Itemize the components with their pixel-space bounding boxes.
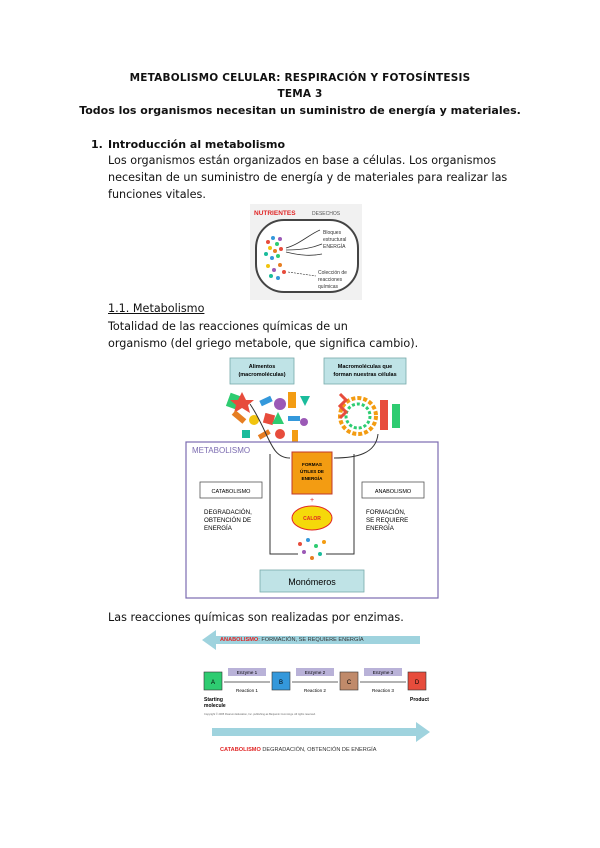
product-label: Product: [410, 697, 429, 703]
node-c: C: [347, 680, 352, 686]
monomeros-label: Monómeros: [288, 577, 336, 587]
copyright-text: Copyright © 2005 Pearson Education, Inc.…: [204, 712, 316, 716]
subsection-title: 1.1. Metabolismo: [108, 302, 205, 315]
enzyme-1: Enzyme 1: [237, 670, 258, 675]
monomer-dots: [298, 538, 326, 560]
formacion-label: FORMACIÓN,: [366, 509, 406, 516]
node-a: A: [211, 680, 215, 686]
section-title: Introducción al metabolismo: [108, 138, 286, 151]
starting-label: Starting: [204, 697, 223, 703]
macro-label: Macromoléculas que: [338, 364, 392, 370]
macro-label: forman nuestras células: [333, 372, 396, 378]
reaction-3: Reaction 3: [372, 688, 394, 693]
doc-title: METABOLISMO CELULAR: RESPIRACIÓN Y FOTOS…: [129, 72, 471, 84]
plus-sign: +: [310, 497, 314, 504]
node-d: D: [415, 680, 420, 686]
section-paragraph: Los organismos están organizados en base…: [108, 152, 507, 203]
enzyme-2: Enzyme 2: [305, 670, 326, 675]
blocks-label: estructural: [323, 237, 346, 243]
subsection-paragraph: Totalidad de las reacciones químicas de …: [108, 318, 418, 352]
anabolismo-arrow-label: ANABOLISMO: FORMACIÓN, SE REQUIERE ENERG…: [220, 636, 364, 643]
catabolismo-arrow-label: CATABOLISMO DEGRADACIÓN, OBTENCIÓN DE EN…: [220, 746, 377, 753]
foods-label: Alimentos: [249, 364, 276, 370]
section-number: 1.: [91, 138, 103, 151]
degradacion-label: ENERGÍA: [204, 525, 233, 532]
reactions-label: Colección de: [318, 270, 347, 276]
para-line: Totalidad de las reacciones químicas de …: [108, 320, 348, 333]
enzyme-3: Enzyme 3: [373, 670, 394, 675]
reactions-label: químicas: [318, 284, 339, 290]
degradacion-label: OBTENCIÓN DE: [204, 517, 251, 524]
formacion-label: ENERGÍA: [366, 525, 395, 532]
para-line: necesitan de un suministro de energía y …: [108, 171, 508, 184]
formas-label: ENERGÍA: [302, 474, 324, 481]
metabolism-diagram: Alimentos (macromoléculas) Macromolécula…: [185, 357, 439, 599]
node-b: B: [279, 680, 283, 686]
para-line: Los organismos están organizados en base…: [108, 154, 497, 167]
reaction-1: Reaction 1: [236, 688, 258, 693]
cell-diagram: NUTRIENTES DESECHOS Bloques estructural …: [250, 204, 362, 300]
starting-label: molecule: [204, 703, 226, 709]
formas-label: FORMAS: [302, 462, 322, 467]
reactions-label: reacciones: [318, 277, 343, 283]
nutrients-label: NUTRIENTES: [254, 210, 296, 217]
waste-label: DESECHOS: [312, 211, 341, 217]
para-line: funciones vitales.: [108, 188, 206, 201]
formacion-label: SE REQUIERE: [366, 517, 408, 524]
energy-label: ENERGÍA: [323, 243, 346, 250]
doc-subtitle: TEMA 3: [277, 88, 323, 100]
para-line: organismo (del griego metabole, que sign…: [108, 337, 419, 350]
macro-shapes: [337, 392, 400, 436]
calor-label: CALOR: [303, 516, 321, 522]
reaction-2: Reaction 2: [304, 688, 326, 693]
food-shapes: [225, 392, 310, 442]
doc-lead: Todos los organismos necesitan un sumini…: [79, 104, 521, 117]
pathway-diagram: ANABOLISMO: FORMACIÓN, SE REQUIERE ENERG…: [202, 630, 430, 753]
catabolismo-label: CATABOLISMO: [212, 489, 252, 495]
blocks-label: Bloques: [323, 230, 342, 236]
metabolismo-label: METABOLISMO: [192, 446, 250, 455]
molecule-dots: [264, 236, 286, 280]
degradacion-label: DEGRADACIÓN,: [204, 509, 252, 516]
foods-label: (macromoléculas): [238, 372, 285, 378]
formas-label: ÚTILES DE: [300, 468, 324, 474]
anabolismo-label: ANABOLISMO: [375, 489, 412, 495]
enzymes-text: Las reacciones químicas son realizadas p…: [108, 611, 404, 624]
